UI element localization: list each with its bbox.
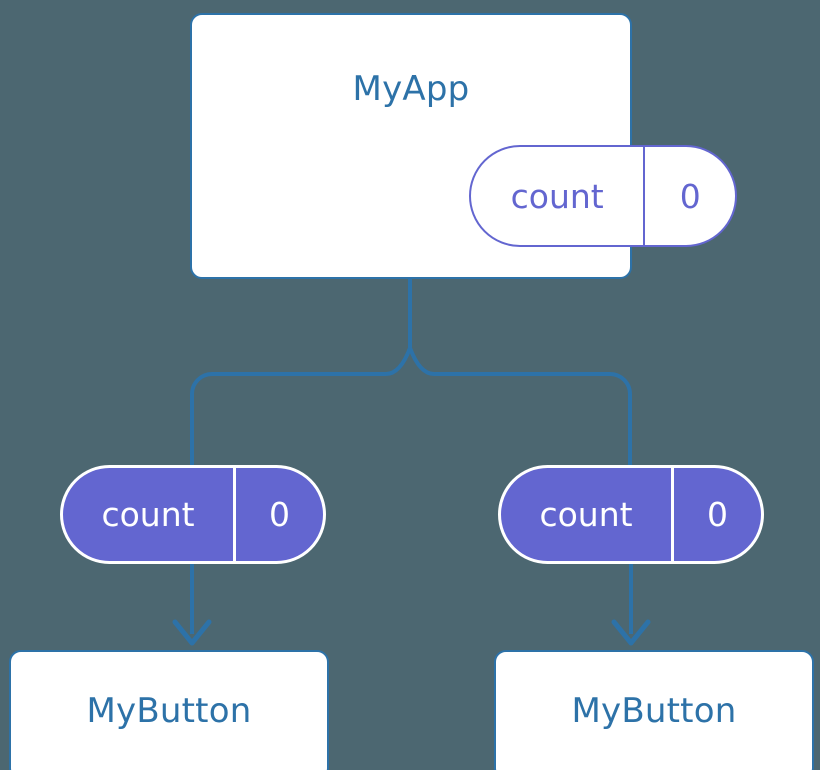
state-pill-myapp-count[interactable]: count 0 (469, 145, 737, 247)
wire-branch-right (408, 347, 632, 465)
component-title-mybutton: MyButton (571, 691, 737, 731)
state-value-label: 0 (643, 147, 735, 245)
state-key-label: count (510, 176, 604, 216)
wire-branch-left (190, 347, 412, 465)
state-pill-child-0-count[interactable]: count 0 (60, 465, 326, 564)
component-title-myapp: MyApp (352, 69, 470, 109)
component-title-mybutton: MyButton (86, 691, 252, 731)
component-card-myapp[interactable]: MyApp count 0 (190, 13, 737, 279)
state-pill-child-1-count[interactable]: count 0 (498, 465, 764, 564)
arrow-head-left-icon (172, 619, 212, 646)
arrow-head-right-icon (611, 619, 651, 646)
component-card-mybutton-1[interactable]: MyButton (494, 650, 814, 770)
component-card-mybutton-0[interactable]: MyButton (9, 650, 329, 770)
state-key-label: count (539, 495, 633, 534)
state-key-label: count (101, 495, 195, 534)
state-value-label: 0 (671, 468, 761, 561)
state-value-label: 0 (233, 468, 323, 561)
